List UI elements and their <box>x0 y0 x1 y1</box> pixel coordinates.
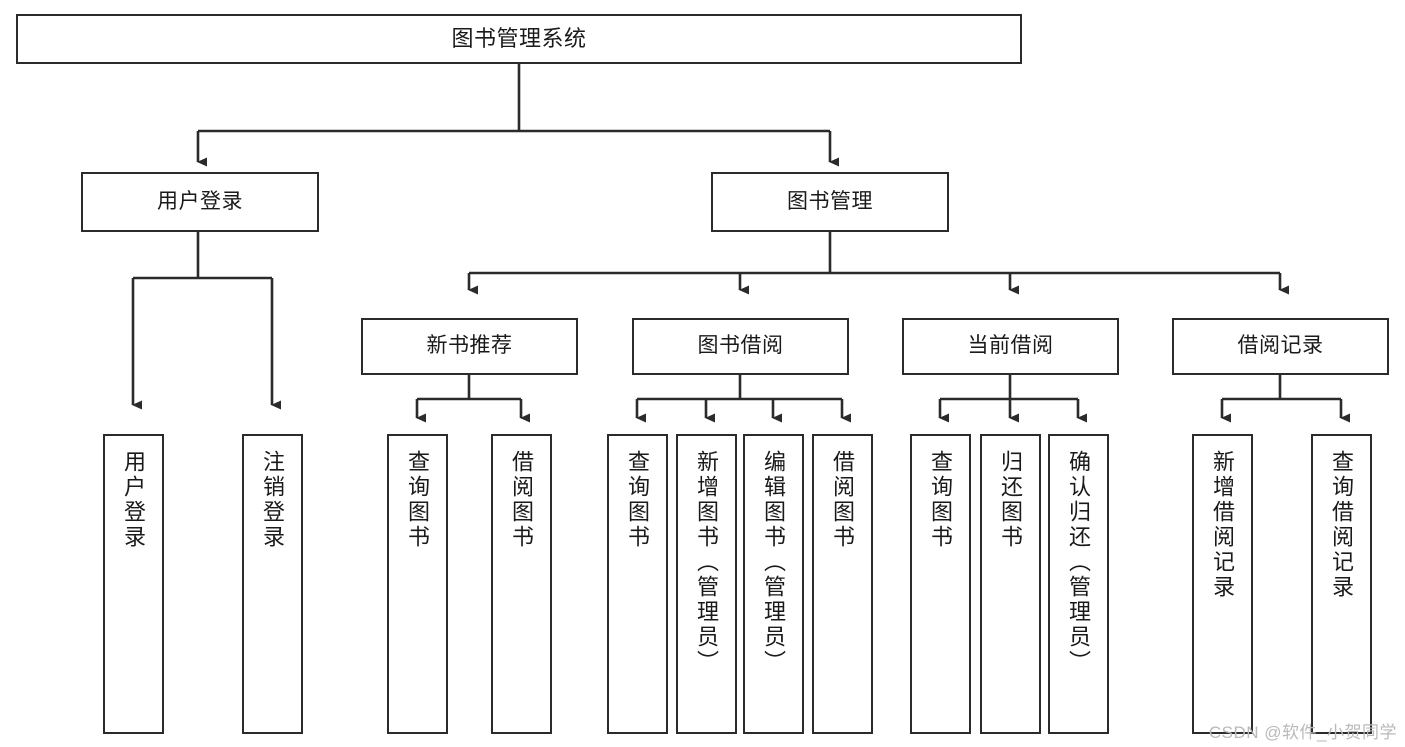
node-book-management[interactable]: 图书管理 <box>711 172 949 232</box>
node-leaf-borrow-book-recommend[interactable]: 借阅图书 <box>491 434 552 734</box>
node-leaf-query-book-recommend[interactable]: 查询图书 <box>387 434 448 734</box>
node-label: 确认归还（管理员） <box>1066 450 1092 675</box>
node-leaf-add-book-admin[interactable]: 新增图书（管理员） <box>676 434 737 734</box>
node-label: 当前借阅 <box>967 334 1054 358</box>
node-label: 归还图书 <box>998 450 1024 550</box>
node-book-borrow[interactable]: 图书借阅 <box>632 318 849 375</box>
node-label: 查询图书 <box>928 450 954 550</box>
node-leaf-return-book[interactable]: 归还图书 <box>980 434 1041 734</box>
node-label: 借阅图书 <box>830 450 856 550</box>
node-label: 编辑图书（管理员） <box>761 450 787 675</box>
node-leaf-edit-book-admin[interactable]: 编辑图书（管理员） <box>743 434 804 734</box>
node-label: 查询图书 <box>405 450 431 550</box>
node-leaf-query-book-borrow[interactable]: 查询图书 <box>607 434 668 734</box>
node-label: 新增图书（管理员） <box>694 450 720 675</box>
node-leaf-add-borrow-record[interactable]: 新增借阅记录 <box>1192 434 1253 734</box>
node-current-borrow[interactable]: 当前借阅 <box>902 318 1119 375</box>
node-label: 查询图书 <box>625 450 651 550</box>
node-borrow-record[interactable]: 借阅记录 <box>1172 318 1389 375</box>
csdn-watermark: CSDN @软件_小贺同学 <box>1208 723 1397 742</box>
node-leaf-borrow-book[interactable]: 借阅图书 <box>812 434 873 734</box>
node-label: 查询借阅记录 <box>1329 450 1355 600</box>
node-leaf-user-login[interactable]: 用户登录 <box>103 434 164 734</box>
node-user-login[interactable]: 用户登录 <box>81 172 319 232</box>
node-label: 图书管理 <box>787 189 873 213</box>
node-label: 新增借阅记录 <box>1210 450 1236 600</box>
node-leaf-confirm-return-admin[interactable]: 确认归还（管理员） <box>1048 434 1109 734</box>
node-label: 注销登录 <box>260 450 286 550</box>
node-leaf-query-book-current[interactable]: 查询图书 <box>910 434 971 734</box>
node-label: 借阅图书 <box>509 450 535 550</box>
node-label: 新书推荐 <box>426 334 513 358</box>
node-new-book-recommend[interactable]: 新书推荐 <box>361 318 578 375</box>
node-root-system[interactable]: 图书管理系统 <box>16 14 1022 64</box>
node-label: 借阅记录 <box>1237 334 1324 358</box>
node-leaf-query-borrow-record[interactable]: 查询借阅记录 <box>1311 434 1372 734</box>
node-label: 用户登录 <box>157 189 243 213</box>
node-label: 用户登录 <box>121 450 147 550</box>
node-label: 图书借阅 <box>697 334 784 358</box>
node-leaf-logout[interactable]: 注销登录 <box>242 434 303 734</box>
node-label: 图书管理系统 <box>451 26 587 52</box>
